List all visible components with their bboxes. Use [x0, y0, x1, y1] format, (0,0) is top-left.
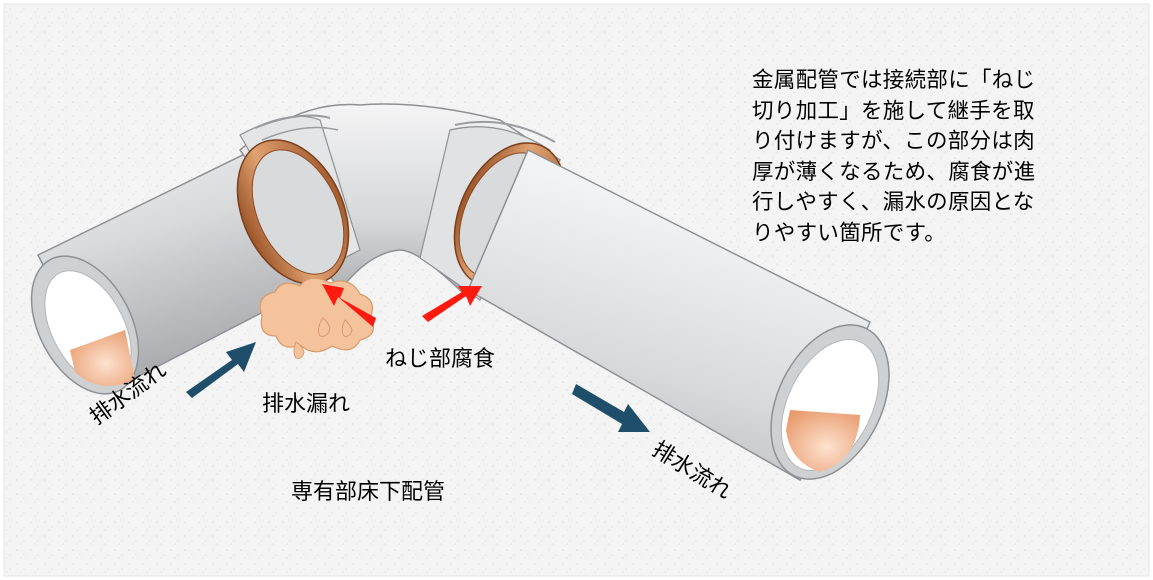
corrosion-arrow-right — [422, 286, 482, 322]
description-text: 金属配管では接続部に「ねじ 切り加工」を施して継手を取 り付けますが、この部分は… — [752, 66, 1102, 249]
description-line: 厚が薄くなるため、腐食が進 — [752, 159, 1036, 185]
description-line: り付けますが、この部分は肉 — [752, 129, 1035, 154]
description-line: りやすい箇所です。 — [752, 220, 947, 246]
corrosion-label: ねじ部腐食 — [385, 347, 496, 372]
flow-arrow-left — [186, 342, 256, 398]
flow-arrow-right — [572, 384, 650, 432]
leak-label: 排水漏れ — [262, 392, 351, 417]
leak-blob — [259, 277, 374, 359]
description-line: 金属配管では接続部に「ねじ — [752, 68, 1036, 93]
left-thread-ring — [236, 139, 350, 285]
corrosion-arrow-left — [322, 284, 376, 327]
caption-label: 専有部床下配管 — [291, 480, 446, 505]
right-pipe — [467, 148, 890, 482]
description-line: 行しやすく、漏水の原因とな — [752, 190, 1035, 215]
description-line: 切り加工」を施して継手を取 — [752, 98, 1035, 124]
